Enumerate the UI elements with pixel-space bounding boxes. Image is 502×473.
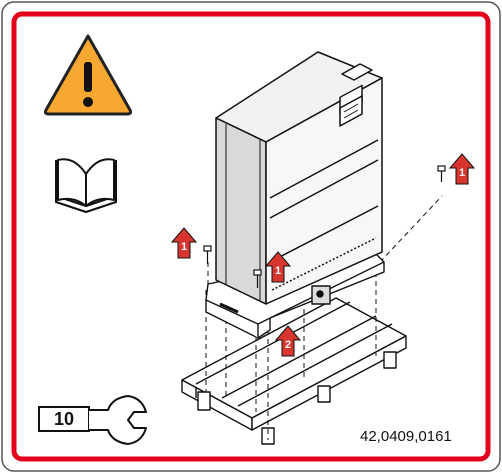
step-label: 1 bbox=[275, 265, 281, 277]
wooden-pallet bbox=[181, 297, 407, 445]
step-label: 2 bbox=[285, 339, 291, 351]
step-arrow-1-middle: 1 bbox=[264, 251, 292, 283]
step-arrow-2: 2 bbox=[274, 325, 302, 357]
wrench-icon bbox=[38, 395, 147, 445]
step-label: 1 bbox=[459, 167, 465, 179]
step-label: 1 bbox=[181, 241, 187, 253]
step-arrow-1-right: 1 bbox=[448, 153, 476, 185]
alignment-dashed-lines bbox=[205, 195, 443, 440]
wrench-size-label: 10 bbox=[53, 409, 75, 429]
mounting-base bbox=[205, 249, 385, 339]
inverter-cabinet bbox=[215, 51, 383, 305]
screw-middle bbox=[253, 269, 262, 288]
screw-left bbox=[203, 245, 212, 264]
part-number: 42,0409,0161 bbox=[360, 428, 452, 445]
screw-right bbox=[437, 165, 446, 182]
warning-triangle-icon bbox=[43, 34, 133, 116]
open-manual-book-icon bbox=[55, 158, 117, 213]
step-arrow-1-left: 1 bbox=[170, 227, 198, 259]
